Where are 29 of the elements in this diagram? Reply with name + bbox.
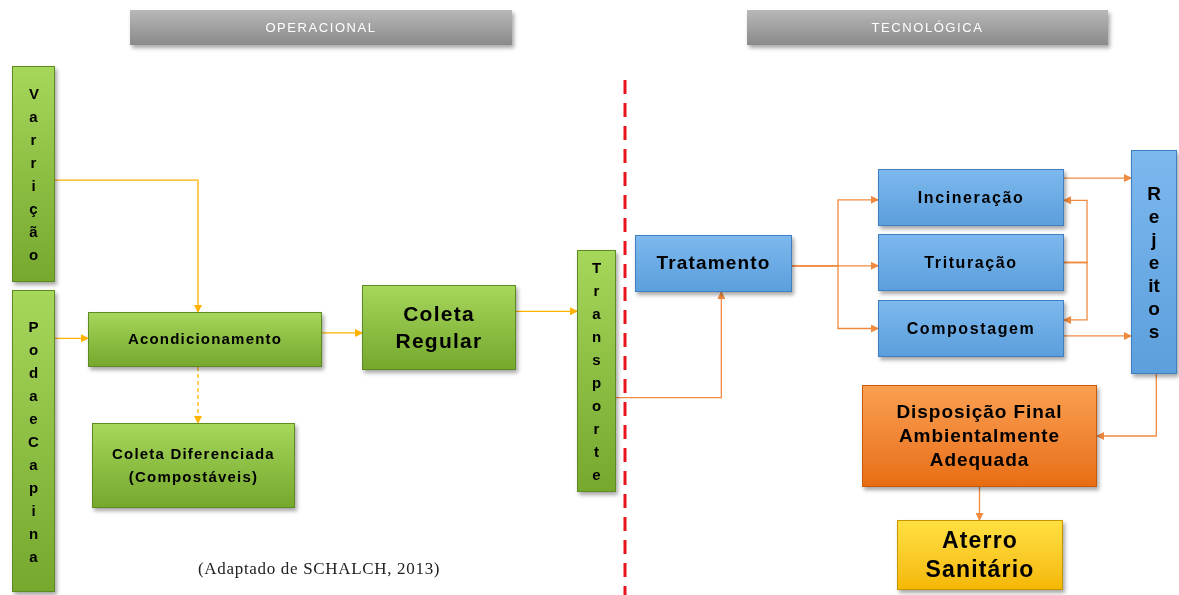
arrow xyxy=(321,328,363,337)
process-box: Aterro Sanitário xyxy=(897,520,1063,590)
process-box: Varrição xyxy=(12,66,55,282)
arrow xyxy=(1063,174,1132,183)
arrow xyxy=(1063,196,1088,264)
process-box: Rejeitos xyxy=(1131,150,1177,374)
arrow xyxy=(54,179,202,313)
process-box: Disposição Final Ambientalmente Adequada xyxy=(862,385,1097,487)
process-box: Transporte xyxy=(577,250,616,492)
process-box: Tratamento xyxy=(635,235,792,292)
arrow xyxy=(791,265,879,333)
source-note: (Adaptado de SCHALCH, 2013) xyxy=(198,558,441,580)
process-box: Coleta Diferenciada (Compostáveis) xyxy=(92,423,295,508)
arrow xyxy=(54,334,89,343)
arrow xyxy=(975,486,984,521)
arrow xyxy=(194,366,202,424)
section-header-bar: TECNOLÓGICA xyxy=(747,10,1108,45)
arrow xyxy=(615,291,726,399)
process-box: Incineração xyxy=(878,169,1064,226)
process-box: Trituração xyxy=(878,234,1064,291)
section-header-bar: OPERACIONAL xyxy=(130,10,512,45)
process-box: Compostagem xyxy=(878,300,1064,357)
arrow xyxy=(1096,373,1157,440)
process-box: Poda e Capina xyxy=(12,290,55,592)
arrow xyxy=(1063,261,1088,324)
process-box: Coleta Regular xyxy=(362,285,516,370)
arrow xyxy=(1063,331,1132,340)
process-box: Acondicionamento xyxy=(88,312,322,367)
arrow xyxy=(515,307,578,316)
